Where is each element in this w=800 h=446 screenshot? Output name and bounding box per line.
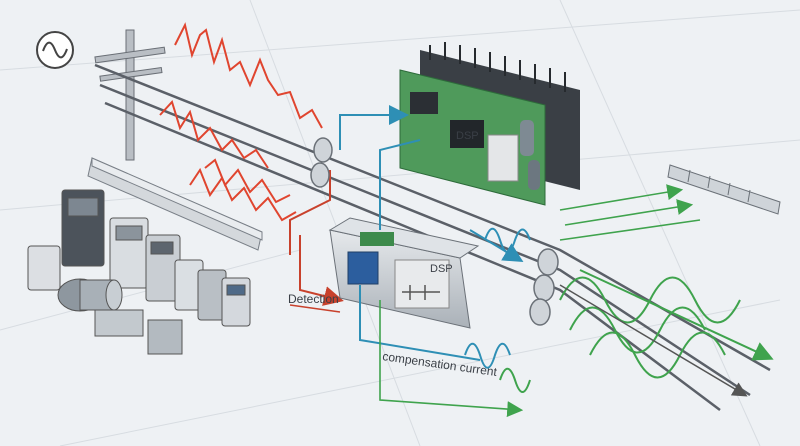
motor: [57, 278, 123, 312]
distribution-busbar: [87, 157, 263, 251]
filter-dsp-label: DSP: [430, 263, 453, 275]
drive-medium: [109, 217, 149, 289]
dsp-controller-board: DSP: [399, 42, 580, 206]
corrected-sine-waves: [559, 269, 774, 379]
load-drives: [27, 189, 251, 327]
distorted-current-waveforms: [159, 22, 323, 222]
injection-lines: [339, 105, 524, 361]
output-busbar: [667, 164, 781, 215]
drive-left: [27, 245, 61, 291]
power-supply: [94, 309, 183, 355]
current-sensor: [310, 137, 559, 326]
dsp-chip-label: DSP: [456, 130, 479, 142]
drive-large: [61, 189, 105, 267]
ac-source-icon: [36, 31, 74, 69]
line-arrows: [559, 284, 748, 397]
compensation-waveform: [464, 227, 531, 393]
drive-small-3: [221, 277, 251, 327]
detection-label: Detection: [288, 292, 339, 306]
power-lines: [94, 63, 771, 411]
active-filter-unit: DSP: [328, 217, 480, 329]
utility-pole: [94, 29, 166, 161]
load-feed-lines: [289, 170, 344, 306]
feedback-lines: [379, 184, 701, 418]
